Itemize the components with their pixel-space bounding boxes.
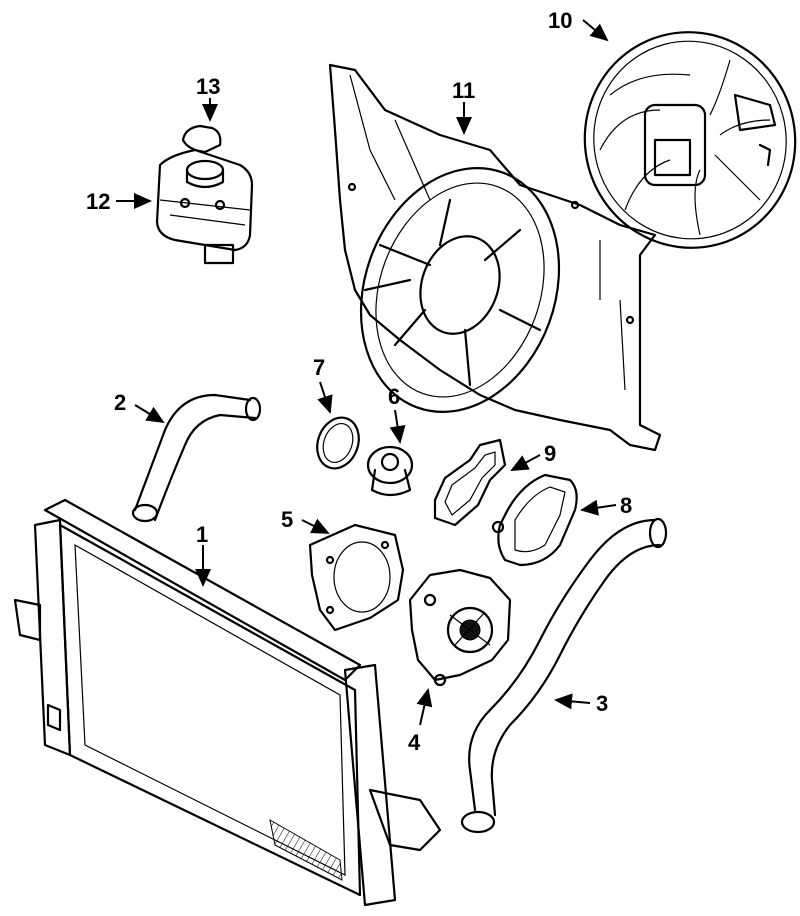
- leader-8: [580, 499, 617, 516]
- callout-1: 1: [196, 522, 208, 547]
- leader-4: [416, 688, 433, 726]
- expansion-tank: [155, 148, 254, 265]
- callout-7: 7: [313, 355, 325, 380]
- water-pump-gasket: [308, 523, 405, 632]
- water-pump: [408, 568, 512, 687]
- callout-10: 10: [548, 8, 572, 33]
- callout-8: 8: [620, 493, 632, 518]
- leader-6: [389, 409, 406, 444]
- callout-3: 3: [596, 691, 608, 716]
- fan-shroud: [328, 63, 662, 452]
- thermostat: [366, 445, 414, 497]
- callout-4: 4: [408, 730, 421, 755]
- callout-12: 12: [86, 189, 110, 214]
- callout-6: 6: [388, 384, 400, 409]
- thermostat-seal: [316, 416, 360, 470]
- radiator: [13, 498, 442, 907]
- expansion-tank-cap: [181, 124, 222, 154]
- leader-7: [317, 381, 333, 414]
- housing-gasket: [433, 438, 507, 527]
- leader-2: [134, 404, 165, 424]
- callout-9: 9: [544, 441, 556, 466]
- callout-13: 13: [196, 74, 220, 99]
- leader-lines: [116, 19, 617, 726]
- leader-10: [582, 19, 609, 42]
- lower-radiator-hose: [460, 517, 668, 834]
- leader-9: [510, 454, 541, 471]
- callout-2: 2: [114, 390, 126, 415]
- leader-5: [301, 518, 330, 534]
- callout-11: 11: [452, 78, 475, 103]
- thermostat-housing: [491, 473, 578, 567]
- cooling-fan: [583, 31, 797, 249]
- leader-3: [554, 693, 591, 710]
- callout-5: 5: [281, 507, 293, 532]
- upper-radiator-hose: [131, 393, 262, 523]
- callout-labels: 10 11 13 12 2 7 6 9 8 5 1 3 4: [86, 8, 632, 755]
